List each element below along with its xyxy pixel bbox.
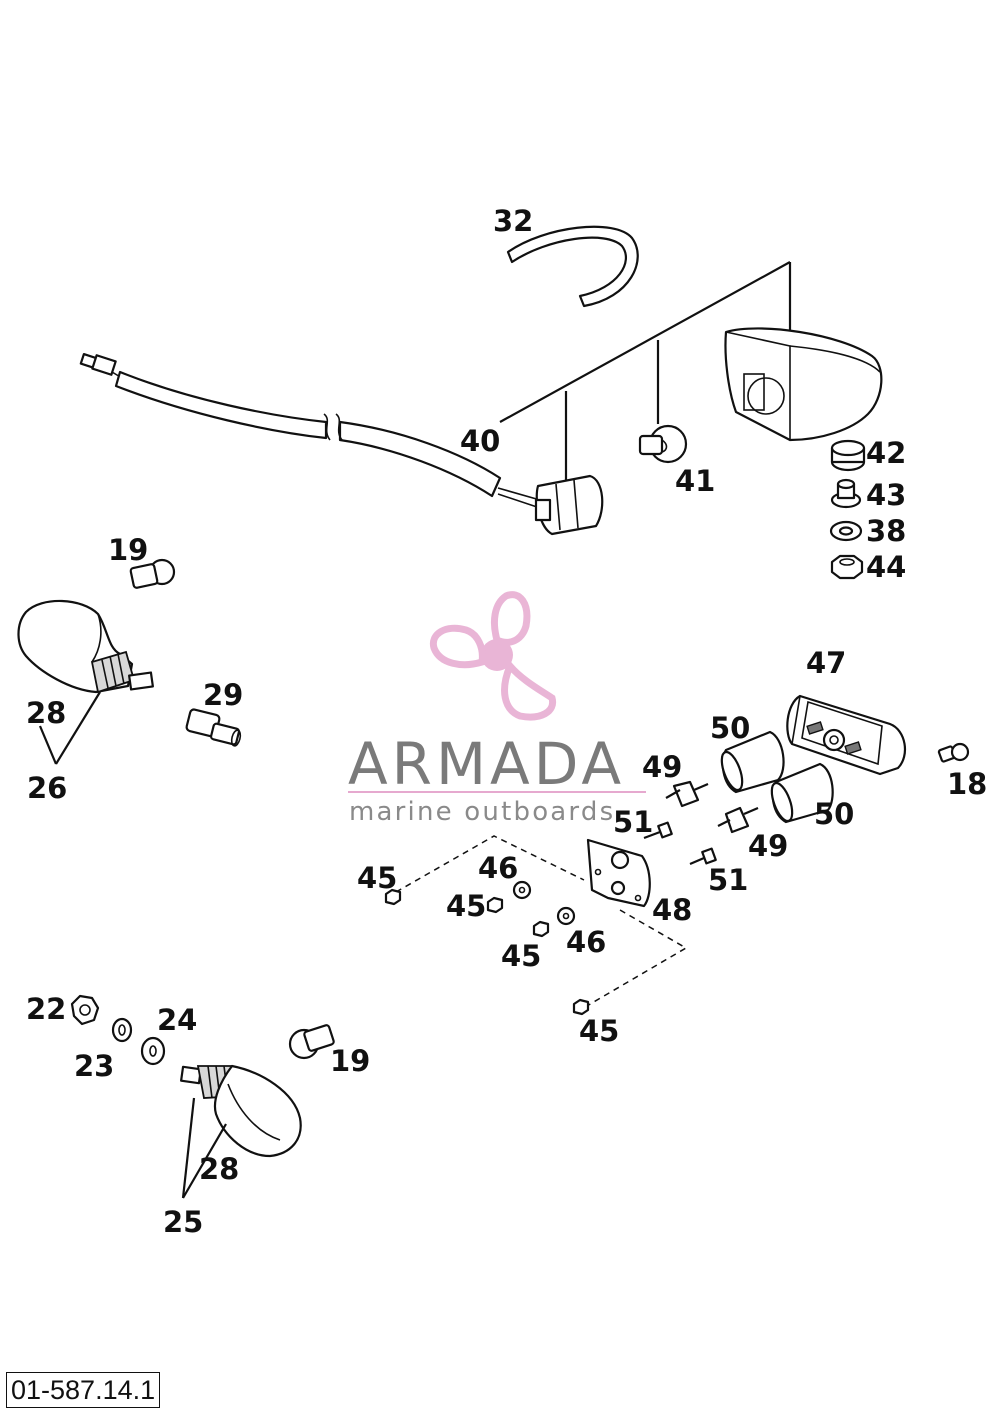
callout-49-upper: 49 (642, 750, 683, 784)
callout-41: 41 (675, 464, 716, 498)
callout-28-lower: 28 (199, 1152, 240, 1186)
part-23-lock-washer (111, 1017, 133, 1043)
callout-23: 23 (74, 1049, 115, 1083)
part-18-bulb (937, 742, 970, 763)
callout-46-upper: 46 (478, 851, 519, 885)
part-48-bracket (586, 838, 651, 908)
part-46-washer-a (512, 880, 532, 900)
part-49-mount-a (665, 780, 709, 808)
part-45-nut-b (486, 896, 504, 914)
part-29-adapter (185, 708, 242, 747)
callout-22: 22 (26, 992, 67, 1026)
assembly-dash-lines (395, 835, 688, 1011)
callout-50-upper: 50 (710, 711, 751, 745)
part-40-lamp-socket (534, 474, 604, 536)
leader-lines-26 (38, 691, 101, 765)
part-19-bulb-lower (288, 1024, 335, 1060)
turn-signal-rear (180, 1064, 302, 1158)
callout-45-d: 45 (579, 1014, 620, 1048)
part-46-washer-b (556, 906, 576, 926)
callout-49-lower: 49 (748, 829, 789, 863)
propeller-logo-icon (429, 591, 557, 721)
callout-26: 26 (27, 771, 68, 805)
part-45-nut-a (384, 888, 402, 906)
callout-19-upper: 19 (108, 533, 149, 567)
part-40-wiring-harness (79, 352, 541, 509)
part-42-grommet (830, 439, 866, 472)
callout-43: 43 (866, 478, 907, 512)
watermark-subtitle: marine outboards (349, 797, 616, 827)
diagram-code: 01-587.14.1 (6, 1372, 161, 1408)
part-45-nut-c (532, 920, 550, 938)
part-24-washer (140, 1036, 166, 1066)
callout-44: 44 (866, 550, 907, 584)
part-50-damper-b (770, 762, 834, 824)
callout-25: 25 (163, 1205, 204, 1239)
callout-32: 32 (493, 204, 534, 238)
part-45-nut-d (572, 998, 590, 1016)
callout-50-lower: 50 (814, 797, 855, 831)
callout-40: 40 (460, 424, 501, 458)
part-22-nut (70, 994, 100, 1026)
part-51-screw-a (643, 821, 673, 840)
callout-51-lower: 51 (708, 863, 749, 897)
turn-signal-front (17, 599, 154, 694)
watermark-title: ARMADA (348, 730, 626, 798)
part-44-nut (830, 554, 864, 580)
part-47-plate-light (786, 694, 907, 776)
callout-47: 47 (806, 646, 847, 680)
callout-48: 48 (652, 893, 693, 927)
part-43-bushing (830, 478, 862, 509)
callout-29: 29 (203, 678, 244, 712)
callout-45-b: 45 (446, 889, 487, 923)
leader-lines-25 (181, 1097, 227, 1199)
callout-19-lower: 19 (330, 1044, 371, 1078)
watermark-divider (348, 791, 646, 793)
part-32-gasket (506, 225, 639, 308)
callout-46-lower: 46 (566, 925, 607, 959)
part-51-screw-b (689, 847, 717, 866)
callout-51-upper: 51 (613, 805, 654, 839)
callout-45-a: 45 (357, 861, 398, 895)
callout-18: 18 (947, 767, 988, 801)
part-19-bulb-upper (129, 558, 176, 589)
callout-42: 42 (866, 436, 907, 470)
part-49-mount-b (717, 806, 759, 834)
tail-light-housing (724, 327, 883, 442)
callout-24: 24 (157, 1003, 198, 1037)
part-41-bulb (638, 424, 688, 464)
callout-45-c: 45 (501, 939, 542, 973)
part-38-washer (829, 520, 863, 542)
callout-28-upper: 28 (26, 696, 67, 730)
callout-38: 38 (866, 514, 907, 548)
